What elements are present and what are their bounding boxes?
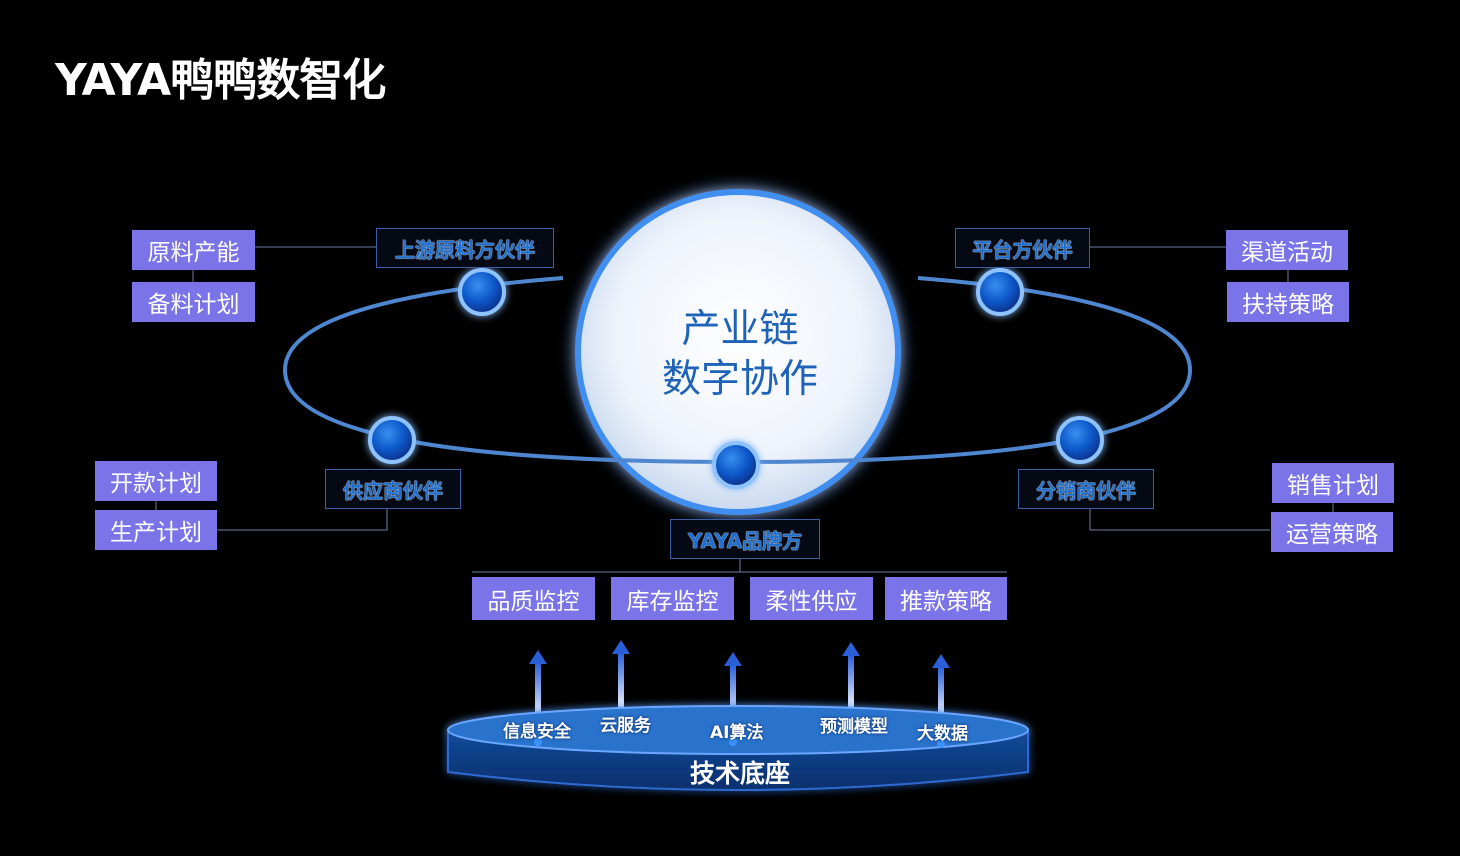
distributor-item-2: 运营策略 [1271,512,1393,552]
page-title: YAYA鸭鸭数智化 [55,55,386,106]
connector-lines [155,246,1334,573]
base-dots [534,726,945,748]
brand-item-2: 库存监控 [611,577,734,620]
orbit-back-left [283,276,564,371]
node-brand [712,441,760,489]
hub-supplier: 供应商伙伴 [325,469,461,509]
orbit-back-right [917,276,1192,371]
platform-item-1: 渠道活动 [1226,230,1348,270]
orbit-nodes [368,268,1104,489]
distributor-item-1: 销售计划 [1272,463,1394,503]
center-line1: 产业链 [681,307,799,352]
upstream-item-2: 备料计划 [132,282,255,322]
node-supplier [368,416,416,464]
hub-upstream: 上游原料方伙伴 [376,228,554,268]
center-label: 产业链 数字协作 [600,305,880,405]
upstream-item-1: 原料产能 [132,230,255,270]
tech-item-bigdata: 大数据 [917,724,968,744]
brand-item-1: 品质监控 [472,577,595,620]
supplier-item-2: 生产计划 [95,510,217,550]
node-platform [976,268,1024,316]
tech-item-security: 信息安全 [503,722,571,742]
node-upstream [458,268,506,316]
node-distributor [1056,416,1104,464]
hub-brand: YAYA品牌方 [670,519,820,559]
brand-item-4: 推款策略 [885,577,1007,620]
tech-arrows [529,640,950,720]
center-sphere [575,189,901,515]
hub-distributor: 分销商伙伴 [1018,469,1154,509]
tech-item-forecast: 预测模型 [820,717,888,737]
hub-platform: 平台方伙伴 [955,228,1090,268]
center-line2: 数字协作 [661,357,818,402]
tech-base-platform [447,705,1029,791]
supplier-item-1: 开款计划 [95,461,217,501]
tech-item-cloud: 云服务 [600,716,651,736]
platform-item-2: 扶持策略 [1227,282,1349,322]
tech-base-label: 技术底座 [689,759,790,788]
tech-item-ai: AI算法 [710,723,764,743]
brand-item-3: 柔性供应 [750,577,873,620]
